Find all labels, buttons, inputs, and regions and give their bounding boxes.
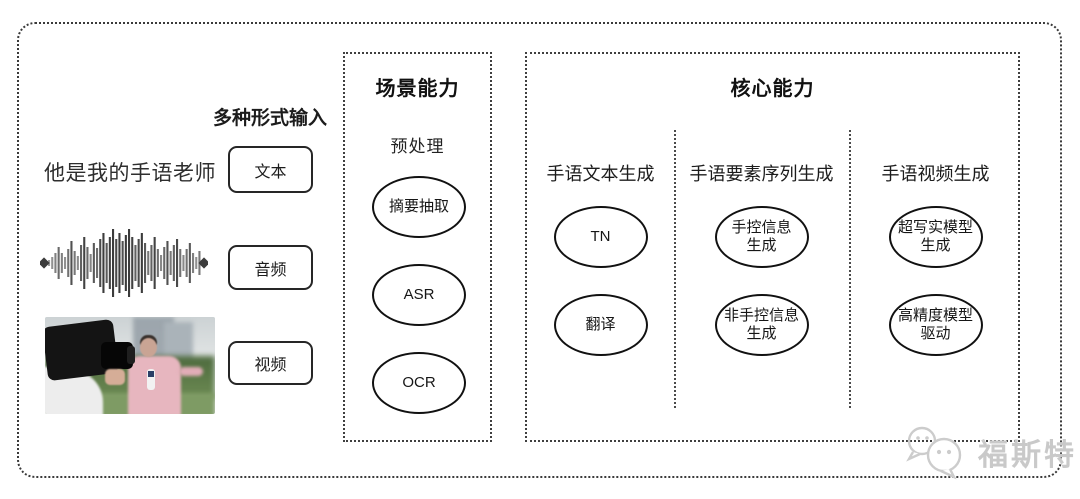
column-divider	[674, 130, 676, 408]
node-label: 翻译	[585, 316, 616, 333]
input-box-text-label: 文本	[254, 163, 287, 181]
core-capability-title: 核心能力	[730, 78, 815, 100]
node-label: 手控信息	[731, 219, 792, 236]
audio-waveform-icon	[38, 225, 210, 301]
column-heading: 手语文本生成	[546, 164, 655, 184]
node-ocr: OCR	[372, 352, 466, 414]
node-label: 摘要抽取	[388, 198, 449, 215]
core-capability-box: 核心能力 手语文本生成 TN 翻译 手语要素序列生成 手控信息 生成 非手控信息…	[525, 52, 1020, 442]
photo-reporter-arm	[179, 367, 204, 377]
photo-microphone-logo	[147, 371, 154, 378]
photo-microphone	[147, 369, 155, 391]
node-manual-info-generation: 手控信息 生成	[714, 206, 809, 268]
input-box-video: 视频	[228, 341, 313, 385]
photo-reporter-head	[140, 338, 158, 358]
photo-cameraman-hand	[104, 369, 125, 385]
column-divider	[849, 130, 851, 408]
node-summary-extraction: 摘要抽取	[372, 176, 466, 238]
column-heading: 手语要素序列生成	[689, 164, 834, 184]
scene-capability-title: 场景能力	[375, 78, 460, 100]
node-label: TN	[590, 228, 611, 245]
photo-camera-lens-ring	[126, 346, 135, 365]
input-box-text: 文本	[228, 146, 313, 193]
node-translation: 翻译	[553, 294, 648, 356]
node-label: 高精度模型	[897, 307, 973, 324]
node-label: ASR	[403, 286, 435, 303]
node-high-precision-model-driving: 高精度模型 驱动	[888, 294, 983, 356]
node-label: OCR	[402, 374, 436, 391]
node-asr: ASR	[372, 264, 466, 326]
column-sign-text-generation: 手语文本生成 TN 翻译	[527, 54, 674, 440]
input-section-heading: 多种形式输入	[212, 108, 327, 129]
column-sign-element-sequence-generation: 手语要素序列生成 手控信息 生成 非手控信息 生成	[674, 54, 849, 440]
node-non-manual-info-generation: 非手控信息 生成	[714, 294, 809, 356]
sample-text-sentence: 他是我的手语老师	[44, 162, 216, 185]
node-hyperrealistic-model-generation: 超写实模型 生成	[888, 206, 983, 268]
input-box-audio: 音频	[228, 245, 313, 290]
column-heading: 手语视频生成	[881, 164, 990, 184]
input-box-video-label: 视频	[254, 357, 287, 374]
node-label: 超写实模型	[897, 219, 973, 236]
column-sign-video-generation: 手语视频生成 超写实模型 生成 高精度模型 驱动	[849, 54, 1022, 440]
node-label: 生成	[746, 237, 777, 254]
outer-dotted-frame	[17, 22, 1062, 478]
video-thumbnail	[45, 317, 215, 414]
node-label: 非手控信息	[723, 307, 799, 324]
node-tn: TN	[553, 206, 648, 268]
input-box-audio-label: 音频	[254, 261, 287, 279]
node-label: 驱动	[920, 325, 951, 342]
node-label: 生成	[920, 237, 951, 254]
scene-capability-box: 场景能力 预处理 摘要抽取 ASR OCR	[343, 52, 492, 442]
preprocessing-label: 预处理	[390, 137, 445, 156]
node-label: 生成	[746, 325, 777, 342]
